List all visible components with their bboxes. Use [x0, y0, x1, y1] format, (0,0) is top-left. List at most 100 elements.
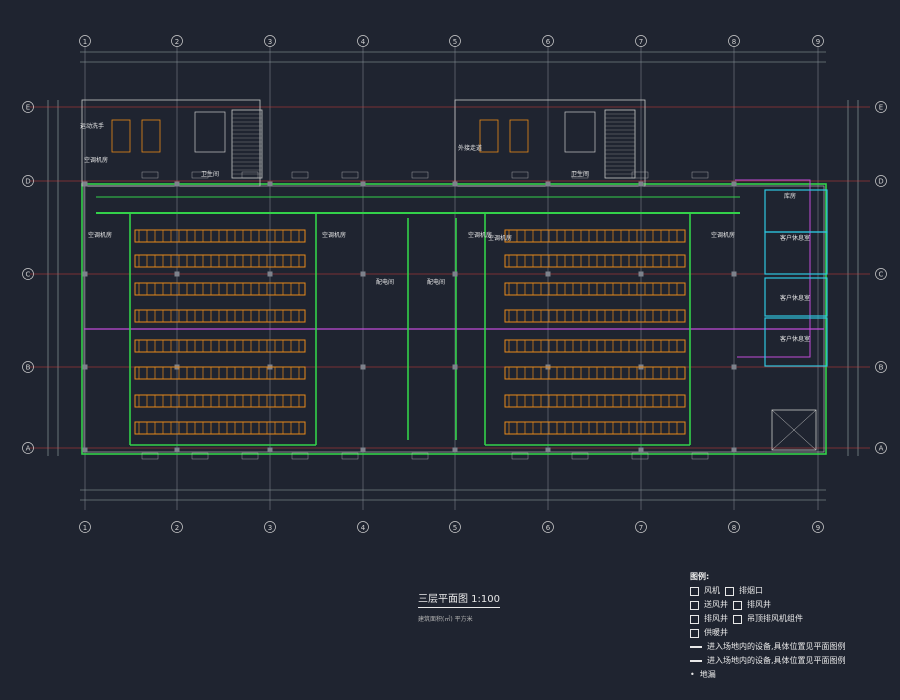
structural-column [267, 181, 273, 187]
room-label-top: 卫生间 [571, 170, 589, 178]
axis-bubble [79, 521, 91, 533]
desk-row [504, 366, 686, 380]
axis-label: 6 [546, 38, 551, 46]
heating-shaft-icon [690, 628, 699, 638]
desk-row [134, 421, 306, 435]
structural-column [731, 447, 737, 453]
toilet-stall [111, 119, 131, 153]
right-room [764, 277, 828, 317]
room-label: 空调机房 [322, 231, 346, 239]
desk-row [134, 282, 306, 296]
legend: 图例: 风机 排烟口 送风井 排风井 排风井 吊顶排风机组件 供暖井 进入场地内… [690, 570, 890, 682]
axis-bubble [22, 175, 34, 187]
axis-label: 8 [732, 38, 736, 46]
equipment-tag [191, 452, 209, 460]
axis-bubble [171, 521, 183, 533]
axis-label: D [25, 178, 30, 186]
axis-bubble [264, 521, 276, 533]
legend-note: 进入场地内的设备,具体位置见平面图例 [690, 640, 890, 654]
axis-label: E [879, 104, 883, 112]
ceiling-fan-icon [733, 614, 742, 624]
desk-row [504, 229, 686, 243]
room-label: 配电间 [376, 278, 394, 286]
equipment-tag [631, 171, 649, 179]
room-label: 空调机房 [468, 231, 492, 239]
exhaust-shaft-icon [733, 600, 742, 610]
axis-label: 9 [816, 38, 820, 46]
structural-column [174, 181, 180, 187]
room-label: 空调机房 [711, 231, 735, 239]
desk-row [134, 229, 306, 243]
axis-bubble [875, 175, 887, 187]
axis-label: C [879, 271, 884, 279]
axis-bubble [449, 35, 461, 47]
axis-bubble [357, 35, 369, 47]
toilet-stall [509, 119, 529, 153]
floor-drain-icon: • [690, 670, 695, 679]
axis-label: 7 [639, 524, 643, 532]
axis-label: 1 [83, 38, 87, 46]
smoke-outlet-icon [725, 586, 734, 596]
axis-bubble [812, 35, 824, 47]
structural-column [360, 181, 366, 187]
equipment-tag [241, 452, 259, 460]
axis-label: C [26, 271, 31, 279]
axis-label: A [879, 445, 884, 453]
structural-column [638, 447, 644, 453]
axis-bubble [22, 361, 34, 373]
axis-bubble [79, 35, 91, 47]
structural-column [731, 271, 737, 277]
legend-label: 排风井 [704, 614, 728, 623]
axis-label: 2 [175, 524, 179, 532]
equipment-tag [411, 452, 429, 460]
toilet-stall [479, 119, 499, 153]
restroom [564, 111, 596, 153]
room-label: 客户休息室 [780, 335, 810, 343]
desk-row [134, 366, 306, 380]
legend-row: 送风井 排风井 [690, 598, 890, 612]
equipment-tag [631, 452, 649, 460]
room-label-top: 运动洗手 [80, 122, 104, 130]
legend-label: 吊顶排风机组件 [747, 614, 803, 623]
axis-label: 3 [268, 524, 272, 532]
equipment-tag [511, 171, 529, 179]
structural-column [82, 181, 88, 187]
supply-shaft-icon [690, 600, 699, 610]
axis-bubble [635, 35, 647, 47]
exterior-wall [81, 183, 827, 455]
desk-row [504, 421, 686, 435]
structural-column [82, 271, 88, 277]
axis-bubble [542, 521, 554, 533]
room-label: 配电间 [427, 278, 445, 286]
legend-row: 排风井 吊顶排风机组件 [690, 612, 890, 626]
equipment-tag [411, 171, 429, 179]
structural-column [545, 447, 551, 453]
pipe-line [735, 179, 811, 358]
right-room [764, 317, 828, 367]
axis-label: 2 [175, 38, 179, 46]
structural-column [731, 181, 737, 187]
room-label-top: 空调机房 [488, 234, 512, 242]
axis-bubble [22, 268, 34, 280]
axis-label: A [26, 445, 31, 453]
structural-column [452, 181, 458, 187]
legend-row: 供暖井 [690, 626, 890, 640]
structural-column [638, 181, 644, 187]
north-block-left [81, 99, 261, 187]
room-label: 空调机房 [88, 231, 112, 239]
axis-label: 4 [361, 38, 366, 46]
axis-bubble [875, 268, 887, 280]
equipment-tag [141, 452, 159, 460]
legend-label: 排烟口 [739, 586, 763, 595]
desk-row [504, 309, 686, 323]
legend-note-text: 进入场地内的设备,具体位置见平面图例 [707, 656, 846, 665]
axis-bubble [22, 442, 34, 454]
drawing-title-block: 三层平面图 1:100 建筑面积(㎡) 平方米 [418, 590, 500, 623]
equipment-tag [291, 171, 309, 179]
equipment-tag [511, 452, 529, 460]
axis-bubble [449, 521, 461, 533]
structural-column [174, 447, 180, 453]
structural-column [545, 181, 551, 187]
equipment-tag [341, 171, 359, 179]
